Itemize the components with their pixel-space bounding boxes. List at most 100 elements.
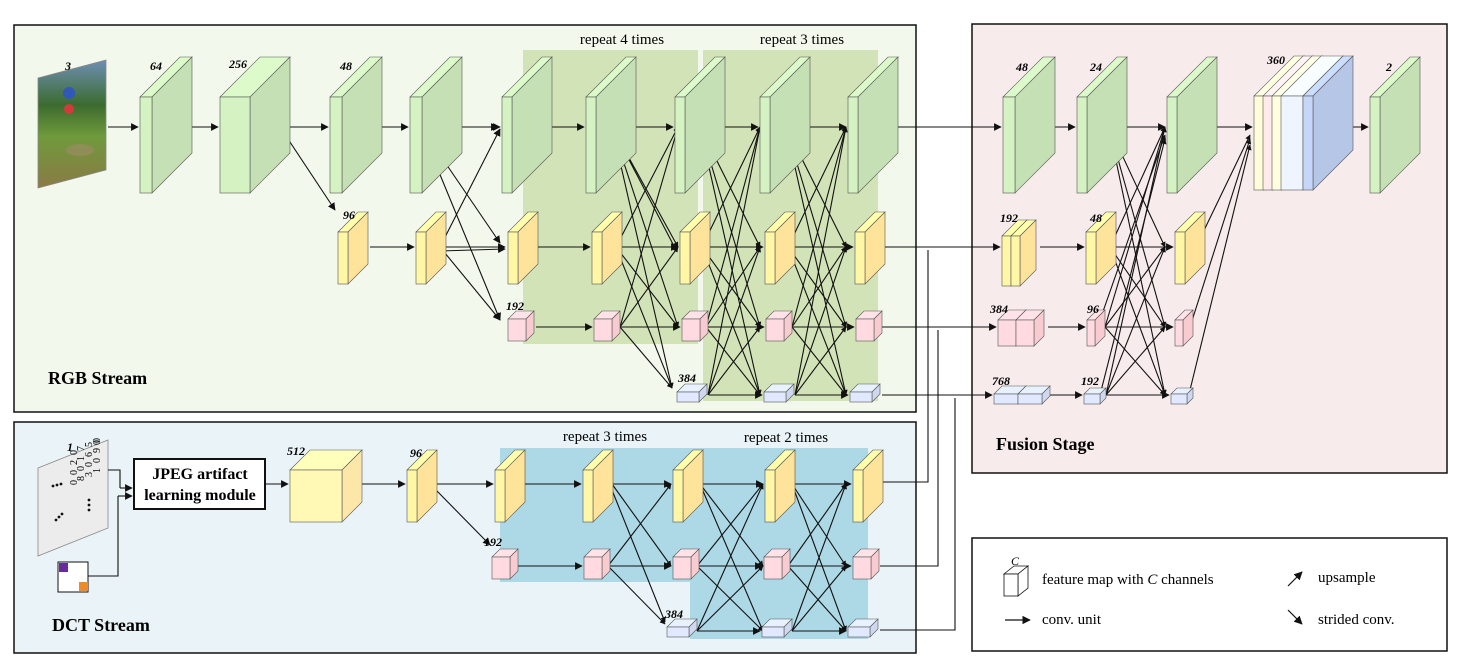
dct-map-384-b <box>761 618 793 638</box>
rgb-map-96-g <box>854 211 886 285</box>
dct-map-96-b-front <box>494 469 506 523</box>
rgb-map-48-f-front <box>759 96 771 194</box>
connection-edge-53 <box>707 326 761 396</box>
channel-label-3: 3 <box>64 59 71 73</box>
connection-edge-31 <box>439 245 506 254</box>
channel-label-96: 96 <box>343 208 355 222</box>
dct-stream-title: DCT Stream <box>52 615 150 635</box>
connection-edge-35 <box>615 246 679 328</box>
rgb-map-48-b <box>409 56 463 194</box>
dct-digit: 0 <box>69 450 80 455</box>
rgb-map-48-f <box>759 56 811 194</box>
rgb-map-384-c-front <box>849 391 873 403</box>
rgb-map-48-a-front <box>329 96 343 194</box>
connection-edge-115 <box>699 483 764 567</box>
fusion-map-192-d-front <box>1170 393 1188 405</box>
fusion-map-96-b <box>1174 309 1194 347</box>
dct-map-512 <box>289 449 363 523</box>
legend-feature-map-front <box>1003 573 1019 597</box>
connection-edge-87 <box>1105 326 1166 396</box>
connection-edge-127 <box>880 250 929 483</box>
dct-map-192-a <box>491 548 519 580</box>
connection-edge-121 <box>791 483 847 567</box>
connection-edge-79 <box>1109 126 1166 248</box>
dct-map-192-a-front <box>491 556 511 580</box>
channel-label-192: 192 <box>506 299 524 313</box>
channel-label-f48b: 48 <box>1089 211 1102 225</box>
rgb-map-48-d <box>585 56 637 194</box>
fusion-concat-5 <box>1302 55 1354 191</box>
fusion-map-48-c <box>1174 211 1206 285</box>
fusion-concat-2-front <box>1262 95 1274 191</box>
dct-map-192-e <box>852 548 880 580</box>
channel-label-384: 384 <box>677 371 696 385</box>
connection-edge-48 <box>705 126 762 328</box>
dct-digit: 2 <box>69 460 80 465</box>
connection-edge-59 <box>787 246 847 396</box>
dct-map-384-c <box>847 618 879 638</box>
rgb-map-384-c <box>849 383 881 403</box>
fusion-map-192-b-front <box>1010 235 1021 287</box>
connection-edge-124 <box>787 565 847 632</box>
connection-edge-128 <box>880 330 939 567</box>
fusion-map-48-front <box>1002 96 1016 194</box>
channel-label-f192b: 192 <box>1081 374 1099 388</box>
dct-map-96-a <box>406 449 438 523</box>
rgb-map-48-e-front <box>674 96 686 194</box>
connection-edge-40 <box>619 326 673 389</box>
connection-edge-114 <box>607 565 666 625</box>
channel-label-256: 256 <box>228 57 247 71</box>
dct-map-512-front <box>289 469 343 523</box>
channel-label-f96: 96 <box>1087 302 1099 316</box>
connection-edge-38 <box>611 126 674 389</box>
connection-edge-34 <box>615 126 679 248</box>
channel-label-f360: 360 <box>1266 53 1285 67</box>
dct-digit: 7 <box>76 446 87 451</box>
fusion-concat-4-front <box>1280 95 1304 191</box>
jpeg-module-line2: learning module <box>144 487 256 504</box>
dct-digit: 6 <box>84 452 95 457</box>
rgb-map-384-a <box>676 383 708 403</box>
connection-edge-92 <box>1189 144 1252 391</box>
channel-label-dct-192: 192 <box>484 535 502 549</box>
channel-label-dct-384: 384 <box>664 607 683 621</box>
rgb-map-48-e <box>674 56 726 194</box>
connection-edge-45 <box>701 126 761 248</box>
channel-label-f768: 768 <box>992 374 1010 388</box>
rgb-map-96-a <box>337 211 369 285</box>
fusion-map-192-c <box>1083 387 1107 405</box>
quantization-table-icon <box>57 561 89 593</box>
dct-map-192-b-front <box>583 556 603 580</box>
rgb-map-96-b <box>415 211 447 285</box>
connection-edge-126 <box>791 565 847 632</box>
connection-edge-113 <box>611 489 666 623</box>
rgb-map-384-b <box>763 383 795 403</box>
connection-edge-81 <box>1109 246 1166 396</box>
legend-feature-c: C <box>1147 572 1158 588</box>
dct-digit: 0 <box>84 462 95 467</box>
fusion-map-192-d <box>1170 387 1194 405</box>
dct-digit: 1 <box>92 468 103 473</box>
fusion-map-768-b-front <box>1017 393 1043 405</box>
dct-map-192-c <box>672 548 700 580</box>
dct-digit: 0 <box>92 440 103 445</box>
fusion-map-48-b <box>1085 211 1117 285</box>
rgb-map-256-front <box>219 96 251 194</box>
legend-strided-arrow <box>1287 609 1303 625</box>
dct-digit: 0 <box>76 466 87 471</box>
connection-edge-91 <box>1189 138 1252 328</box>
rgb-map-48-b-front <box>409 96 423 194</box>
connection-edge-46 <box>701 246 761 328</box>
connection-edge-80 <box>1109 246 1166 328</box>
fusion-map-192-b <box>1010 219 1037 287</box>
rgb-map-48-d-front <box>585 96 597 194</box>
fusion-concat-1-front <box>1253 95 1265 191</box>
rgb-map-192-c-front <box>681 318 701 342</box>
rgb-map-48-g <box>847 56 899 194</box>
rgb-map-96-f-front <box>764 231 776 285</box>
connection-edge-125 <box>791 483 847 632</box>
input-image <box>37 59 107 189</box>
connection-edge-56 <box>785 126 848 396</box>
dct-digit: 5 <box>84 442 95 447</box>
